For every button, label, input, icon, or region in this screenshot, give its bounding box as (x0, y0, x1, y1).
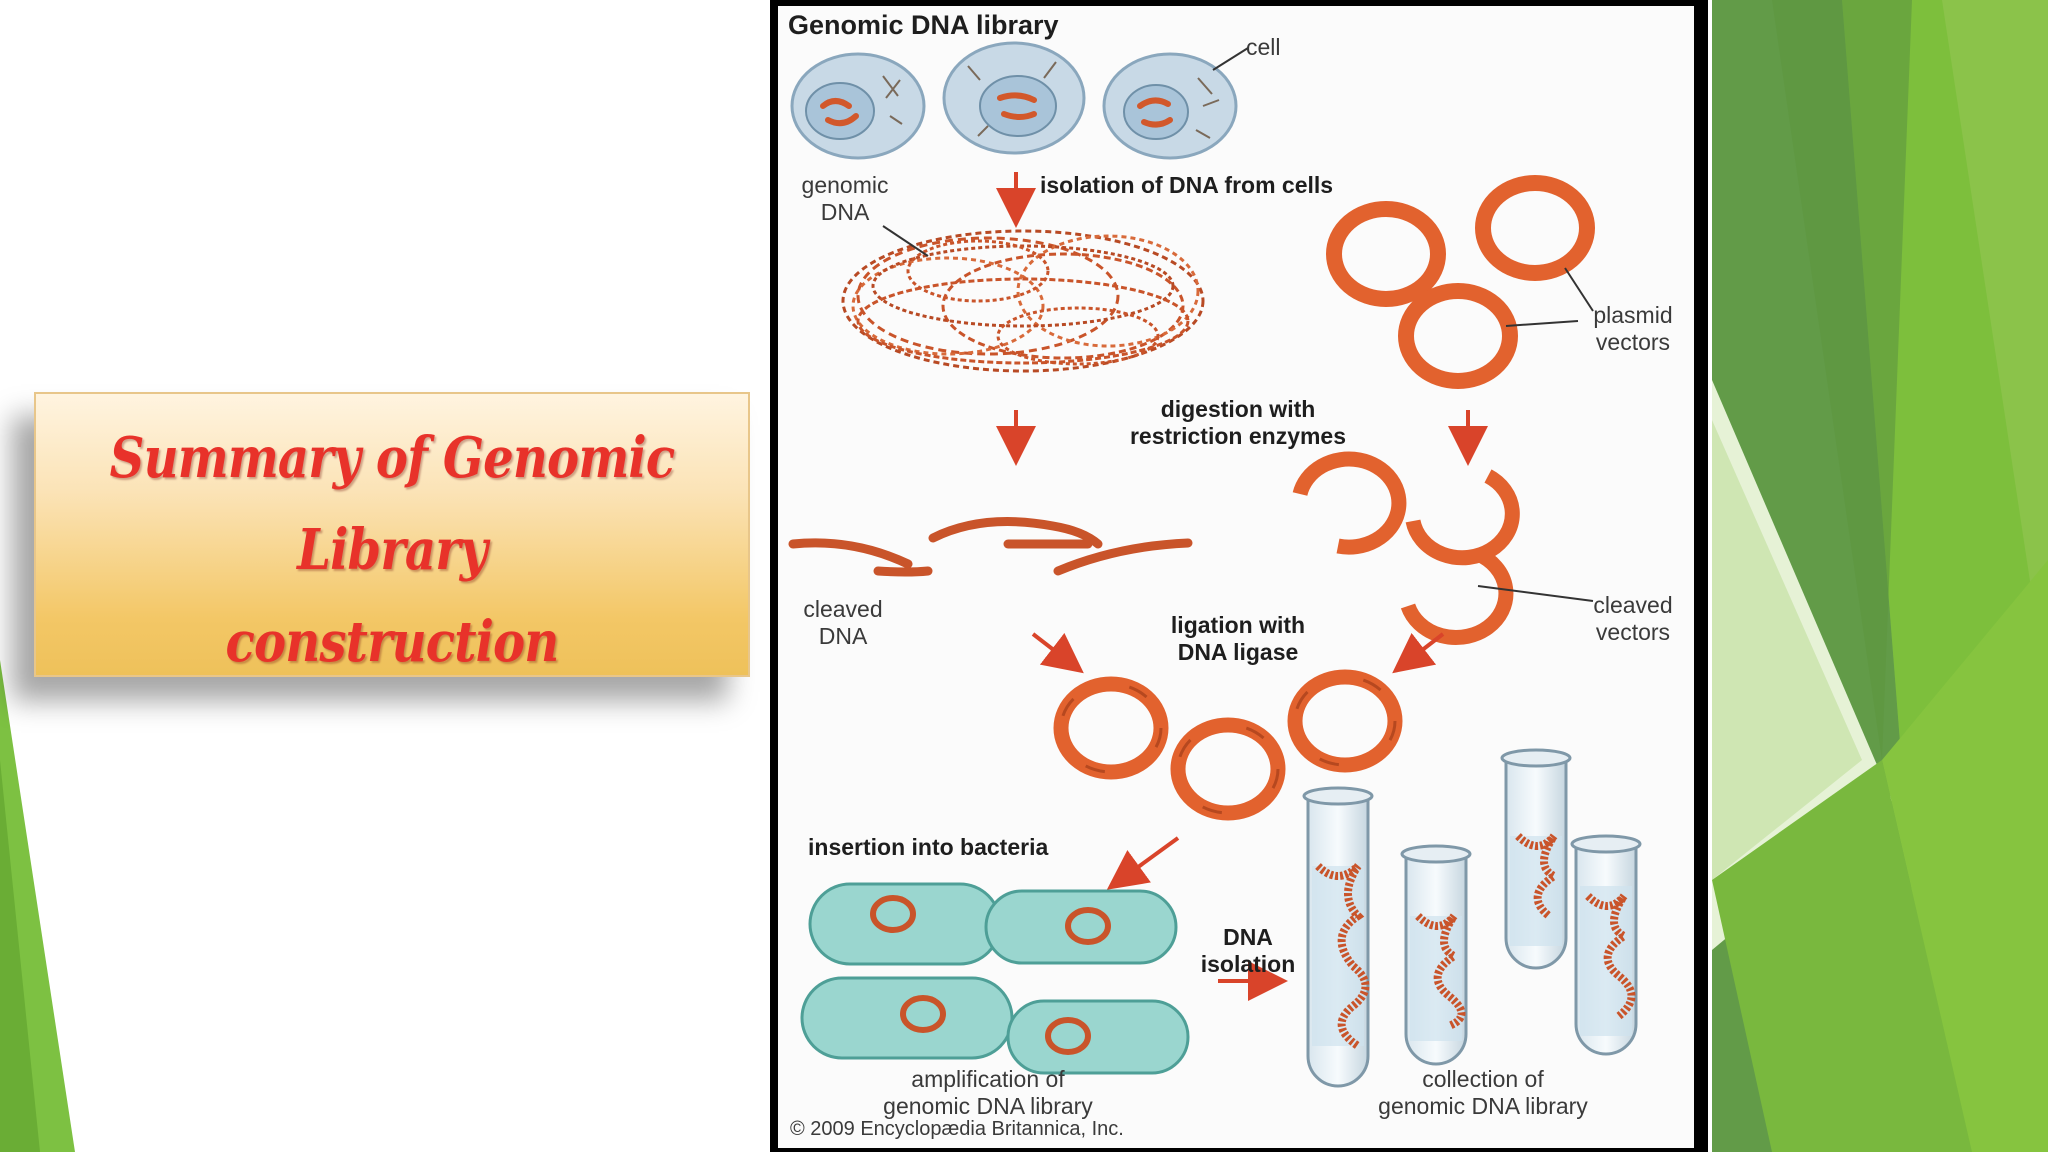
label-digestion-line1: digestion with (1160, 396, 1316, 422)
label-digestion: digestion with restriction enzymes (1068, 396, 1408, 450)
test-tubes (1302, 748, 1642, 1088)
label-cell: cell (1246, 34, 1281, 60)
plasmid-vectors (1326, 175, 1595, 389)
arrow-insertion (1106, 836, 1180, 890)
label-amplification-line1: amplification of (911, 1066, 1065, 1092)
label-ligation-line1: ligation with (1170, 612, 1306, 638)
label-collection-line1: collection of (1422, 1066, 1544, 1092)
label-digestion-line2: restriction enzymes (1129, 423, 1347, 449)
test-tube-3 (1400, 844, 1472, 1066)
label-insertion: insertion into bacteria (808, 834, 1049, 860)
label-genomic-dna-line2: DNA (820, 199, 870, 225)
cell-2 (942, 41, 1086, 155)
test-tube-4 (1570, 834, 1642, 1056)
bacterium-3 (800, 976, 1014, 1060)
cleaved-vectors (1292, 451, 1594, 645)
label-cleaved-dna-line2: DNA (818, 623, 868, 649)
recombinant-plasmids (1053, 669, 1403, 821)
label-amplification: amplification of genomic DNA library (838, 1066, 1138, 1120)
label-amplification-line2: genomic DNA library (883, 1093, 1093, 1119)
label-cleaved-dna: cleaved DNA (788, 596, 898, 650)
label-dna-isolation: DNA isolation (1178, 924, 1318, 978)
label-cleaved-vectors: cleaved vectors (1578, 592, 1688, 646)
test-tube-1 (1302, 786, 1374, 1088)
bacterium-1 (808, 882, 1002, 966)
label-ligation: ligation with DNA ligase (1108, 612, 1368, 666)
title-box: Summary of Genomic Library construction (34, 392, 750, 677)
bacteria-group (800, 882, 1190, 1075)
test-tube-2 (1500, 748, 1572, 970)
label-ligation-line2: DNA ligase (1177, 639, 1299, 665)
bacterium-4 (1006, 999, 1190, 1075)
slide-title: Summary of Genomic Library construction (86, 412, 698, 688)
left-green-sliver (0, 660, 75, 1152)
label-dna-isolation-line1: DNA (1223, 924, 1273, 950)
arrow-ligation-left (1031, 632, 1084, 674)
arrow-ligation-right (1392, 632, 1445, 674)
right-green-decoration (1712, 0, 2048, 1152)
cell-group (790, 41, 1249, 160)
label-genomic-dna: genomic DNA (790, 172, 900, 226)
genomic-dna-tangle (841, 229, 1205, 373)
diagram-graphics (788, 41, 1642, 1088)
label-plasmid-vectors: plasmid vectors (1578, 302, 1688, 356)
label-isolation-step: isolation of DNA from cells (1040, 172, 1334, 198)
slide-title-line-2: construction (225, 609, 560, 675)
cell-1 (790, 52, 926, 160)
label-dna-isolation-line2: isolation (1200, 951, 1296, 977)
slide-title-line-1: Summary of Genomic Library (109, 425, 676, 583)
figure-frame: Genomic DNA library cell genomic DNA iso… (770, 0, 1708, 1152)
label-plasmid-line1: plasmid (1593, 302, 1673, 328)
label-collection-line2: genomic DNA library (1378, 1093, 1588, 1119)
cleaved-dna-fragments (788, 517, 1193, 577)
label-cleaved-vectors-line2: vectors (1595, 619, 1671, 645)
bacterium-2 (984, 889, 1178, 965)
label-cleaved-vectors-line1: cleaved (1593, 592, 1673, 618)
copyright-notice: © 2009 Encyclopædia Britannica, Inc. (790, 1118, 1124, 1140)
figure-heading: Genomic DNA library (788, 10, 1059, 40)
label-plasmid-line2: vectors (1595, 329, 1671, 355)
label-collection: collection of genomic DNA library (1333, 1066, 1633, 1120)
label-genomic-dna-line1: genomic (801, 172, 889, 198)
label-cleaved-dna-line1: cleaved (803, 596, 883, 622)
genomic-library-diagram: Genomic DNA library cell genomic DNA iso… (778, 6, 1694, 1148)
cell-3 (1102, 52, 1238, 160)
